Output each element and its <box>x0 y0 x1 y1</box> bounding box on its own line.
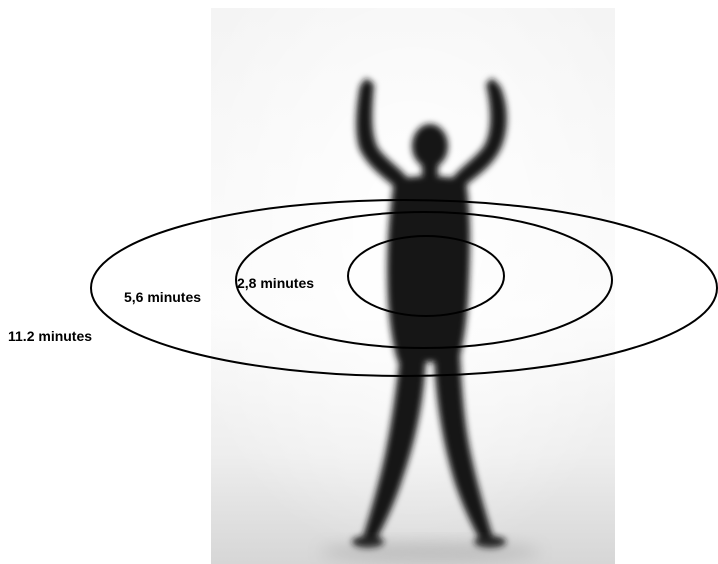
time-rings <box>90 199 718 377</box>
person-silhouette <box>352 78 507 548</box>
ring-outer <box>90 199 718 377</box>
label-outer-ring: 11.2 minutes <box>8 328 92 344</box>
ring-middle <box>235 211 613 349</box>
ring-inner <box>347 235 505 317</box>
floor-shadow <box>320 542 540 562</box>
label-middle-ring: 5,6 minutes <box>124 289 201 305</box>
label-inner-ring: 2,8 minutes <box>237 275 314 291</box>
